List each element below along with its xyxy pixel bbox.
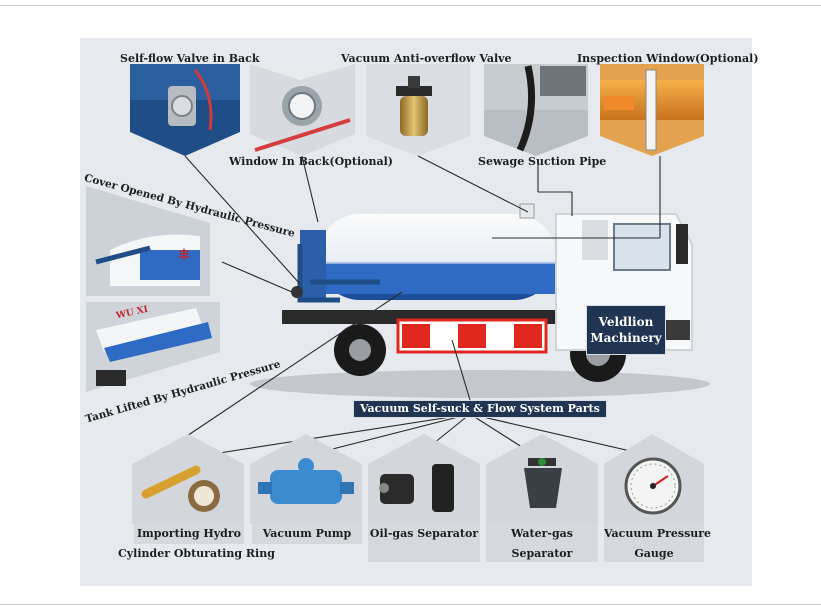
thumb-self-flow-valve [130, 64, 240, 156]
part-caption-2: Vacuum Pump [262, 527, 352, 540]
part-caption-4-line1: Water-gas [511, 527, 573, 540]
thumb-window-in-back [250, 64, 355, 156]
part-caption-4-line2: Separator [511, 547, 573, 560]
brand-badge: Veldlion Machinery [586, 305, 666, 355]
caption-box-2 [252, 524, 362, 544]
caption-box-5 [604, 524, 704, 562]
part-caption-5-line1: Vacuum Pressure [604, 527, 712, 540]
label-sewage-suction-pipe: Sewage Suction Pipe [478, 155, 607, 168]
system-parts-title: Vacuum Self-suck & Flow System Parts [353, 400, 607, 418]
part-caption-1-line1: Importing Hydro [137, 527, 241, 540]
caption-box-4 [486, 524, 598, 562]
label-self-flow-valve: Self-flow Valve in Back [120, 52, 260, 65]
part-caption-1-line2: Cylinder Obturating Ring [118, 547, 275, 560]
thumb-tank-lifted [86, 302, 220, 392]
thumb-oil-gas-separator [368, 434, 480, 524]
thumb-cover-opened [86, 186, 234, 296]
bottom-divider [0, 604, 821, 605]
thumb-vacuum-gauge [604, 434, 704, 524]
label-inspection-window: Inspection Window(Optional) [577, 52, 759, 65]
brand-line-1: Veldlion [598, 315, 654, 329]
label-vacuum-anti-overflow: Vacuum Anti-overflow Valve [341, 52, 512, 65]
caption-box-3 [368, 524, 480, 562]
thumb-hydro-ring [132, 434, 244, 524]
truck-cab-text: 丰 [178, 248, 191, 262]
thumb-vacuum-pump [250, 434, 362, 524]
thumb-sewage-suction-pipe [484, 64, 588, 156]
brand-line-2: Machinery [590, 331, 662, 345]
part-caption-3: Oil-gas Separator [369, 527, 479, 540]
part-caption-5-line2: Gauge [634, 547, 674, 560]
thumb-water-gas-separator [486, 434, 598, 524]
caption-box-1 [134, 524, 244, 544]
label-window-in-back: Window In Back(Optional) [229, 155, 393, 168]
thumb-anti-overflow-valve [366, 64, 470, 156]
truck-illustration [250, 203, 710, 398]
thumb-inspection-window [600, 64, 704, 156]
top-divider [0, 5, 821, 6]
